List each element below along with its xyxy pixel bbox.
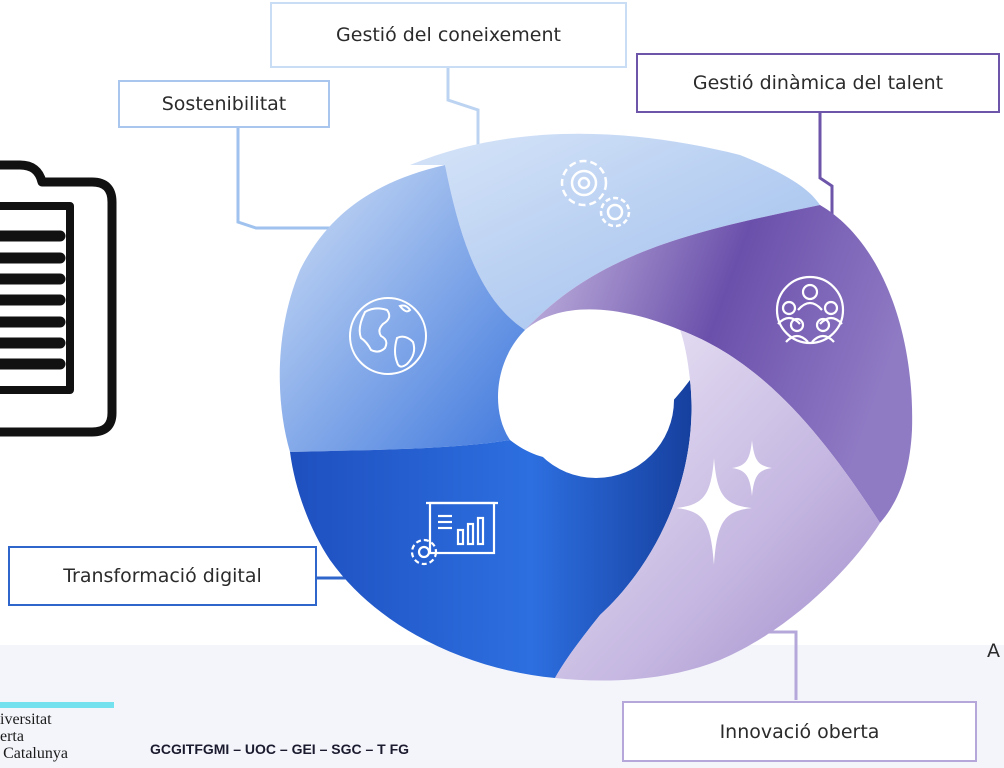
university-logo: niversitat berta e Catalunya: [0, 702, 120, 768]
logo-line-1: niversitat: [0, 711, 52, 728]
gears-icon: [560, 159, 631, 228]
presentation-chart-icon: [410, 501, 498, 566]
cycle-segments: [279, 133, 913, 681]
label-gestio-coneixement: Gestió del coneixement: [270, 2, 627, 68]
segment-coneixement: [410, 133, 820, 330]
logo-accent-bar: [0, 702, 114, 708]
clipboard-icon: [0, 160, 117, 437]
segment-transformacio: [290, 380, 692, 678]
label-transformacio-digital: Transformació digital: [8, 546, 317, 606]
sparkle-icon: [676, 440, 772, 565]
segment-talent: [525, 205, 913, 523]
cycle-center-hole: [518, 322, 674, 478]
footer-document-code: GCGITFGMI – UOC – GEI – SGC – T FG: [150, 741, 410, 757]
connector-sostenibilitat: [236, 127, 372, 230]
label-gestio-talent: Gestió dinàmica del talent: [636, 53, 1000, 113]
team-icon: [775, 275, 845, 345]
logo-line-2: berta: [0, 728, 24, 745]
edge-letter: A: [987, 640, 1000, 662]
globe-icon: [349, 297, 427, 375]
connector-coneixement: [446, 66, 480, 158]
label-sostenibilitat: Sostenibilitat: [118, 80, 330, 128]
logo-line-3: e Catalunya: [0, 745, 68, 762]
label-innovacio-oberta: Innovació oberta: [622, 701, 977, 762]
